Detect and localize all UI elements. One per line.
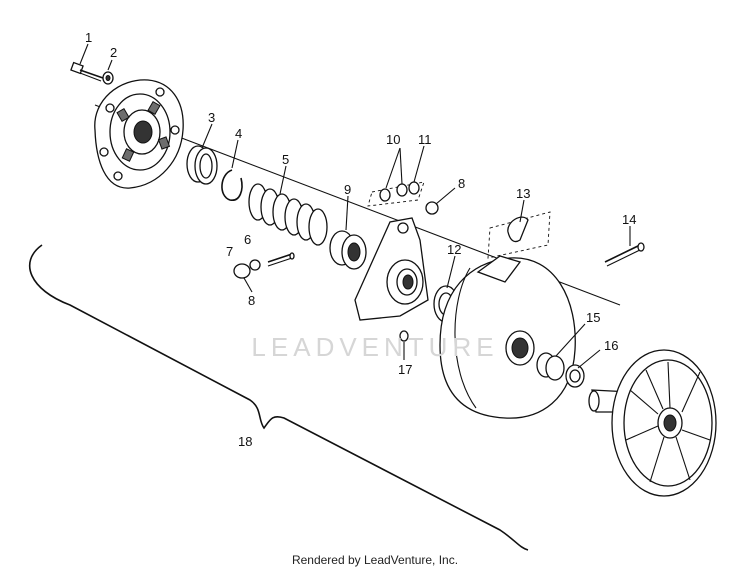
callout-10: 10 <box>386 132 400 147</box>
bushing-part <box>186 145 218 185</box>
fixed-sheave-part <box>588 349 717 497</box>
nut-washer-pair-part <box>367 181 425 207</box>
snap-ring-part <box>221 169 243 201</box>
callout-6: 6 <box>244 232 251 247</box>
pin-part <box>267 252 295 267</box>
callout-2: 2 <box>110 45 117 60</box>
small-washer-part <box>249 259 261 271</box>
leader-lines <box>79 43 631 369</box>
callout-18: 18 <box>238 434 252 449</box>
callout-4: 4 <box>235 126 242 141</box>
spring-part <box>248 183 328 246</box>
callout-1: 1 <box>85 30 92 45</box>
bracket-part <box>487 211 551 259</box>
callout-16: 16 <box>604 338 618 353</box>
washer-part <box>102 71 114 85</box>
callout-8-lower: 8 <box>248 293 255 308</box>
callout-labels: 1 2 3 4 5 6 7 8 8 9 10 11 12 13 14 15 16… <box>85 30 636 449</box>
small-nut-part <box>399 330 409 342</box>
callout-5: 5 <box>282 152 289 167</box>
assembly-bracket <box>28 244 529 551</box>
cover-plate-part <box>94 79 184 189</box>
callout-7: 7 <box>226 244 233 259</box>
callout-12: 12 <box>447 242 461 257</box>
footer-credit: Rendered by LeadVenture, Inc. <box>291 553 459 567</box>
cap-part-lower <box>233 263 251 279</box>
roller-button-part <box>329 230 367 270</box>
cap-part-upper <box>425 201 439 215</box>
sheave-bushing-part <box>536 352 565 381</box>
moveable-sheave-part <box>439 255 576 419</box>
callout-14: 14 <box>622 212 636 227</box>
spider-arm-part <box>354 217 429 321</box>
bolt-part <box>70 61 104 82</box>
long-pin-part <box>604 242 645 267</box>
callout-13: 13 <box>516 186 530 201</box>
callout-11: 11 <box>418 132 432 147</box>
sheave-washer-part <box>565 364 585 388</box>
callout-9: 9 <box>344 182 351 197</box>
callout-15: 15 <box>586 310 600 325</box>
callout-3: 3 <box>208 110 215 125</box>
callout-17: 17 <box>398 362 412 377</box>
callout-8-upper: 8 <box>458 176 465 191</box>
